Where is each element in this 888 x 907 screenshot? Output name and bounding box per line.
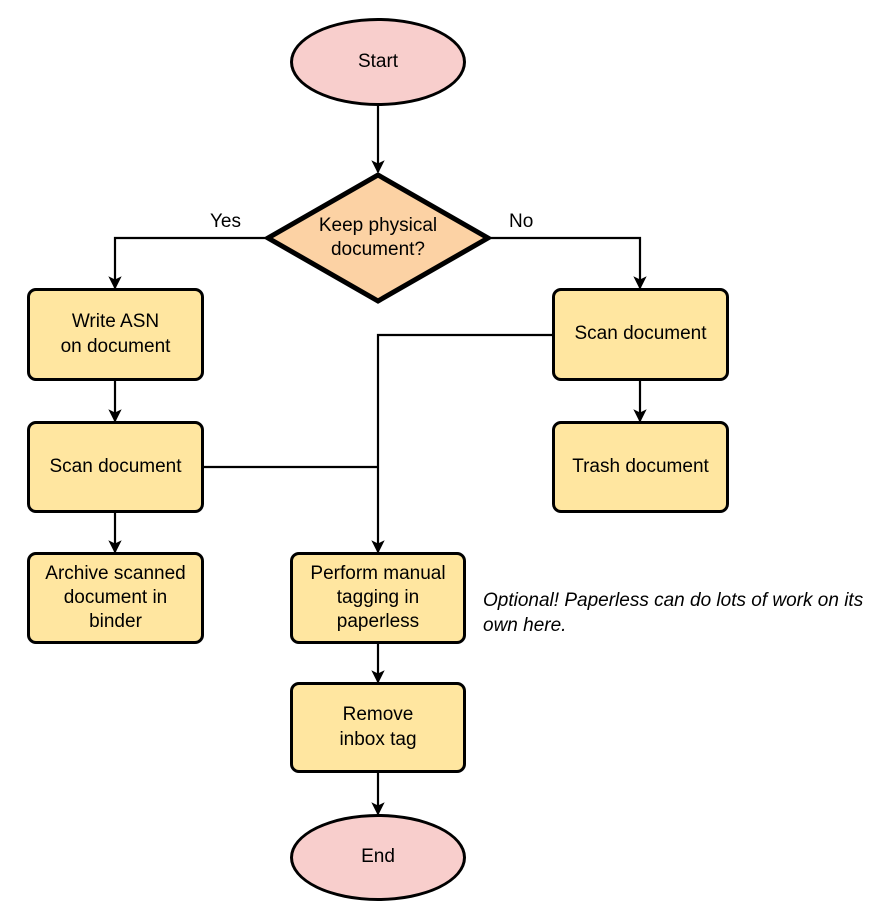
node-scan-document-left[interactable]: Scan document xyxy=(27,421,204,513)
node-scan-document-right-label: Scan document xyxy=(574,323,707,345)
annotation-optional-note: Optional! Paperless can do lots of work … xyxy=(483,590,864,637)
node-start[interactable]: Start xyxy=(290,18,466,106)
node-manual-tagging-label: Perform manual tagging in paperless xyxy=(310,562,446,633)
node-scan-document-right[interactable]: Scan document xyxy=(552,288,729,381)
node-scan-document-left-label: Scan document xyxy=(49,455,182,477)
node-write-asn[interactable]: Write ASN on document xyxy=(27,288,204,381)
node-end[interactable]: End xyxy=(290,814,466,901)
edge-decision-yes xyxy=(108,236,265,290)
decision-diamond-shape xyxy=(265,172,491,304)
node-archive-binder-label: Archive scanned document in binder xyxy=(45,562,186,633)
edge-label-yes: Yes xyxy=(210,211,241,232)
node-archive-binder[interactable]: Archive scanned document in binder xyxy=(27,552,204,644)
node-decision[interactable]: Keep physical document? xyxy=(265,172,491,304)
node-manual-tagging[interactable]: Perform manual tagging in paperless xyxy=(290,552,466,644)
node-trash-document[interactable]: Trash document xyxy=(552,421,729,513)
edge-decision-no xyxy=(491,236,647,290)
node-end-label: End xyxy=(361,846,395,868)
node-trash-document-label: Trash document xyxy=(572,455,709,477)
node-decision-label: Keep physical document? xyxy=(318,214,438,260)
node-start-label: Start xyxy=(357,50,399,72)
node-write-asn-label: Write ASN on document xyxy=(60,311,171,357)
node-remove-inbox-tag[interactable]: Remove inbox tag xyxy=(290,682,466,773)
edge-label-no: No xyxy=(509,211,534,232)
edge-scanright-to-tagging xyxy=(371,333,552,554)
node-remove-inbox-tag-label: Remove inbox tag xyxy=(339,704,417,750)
